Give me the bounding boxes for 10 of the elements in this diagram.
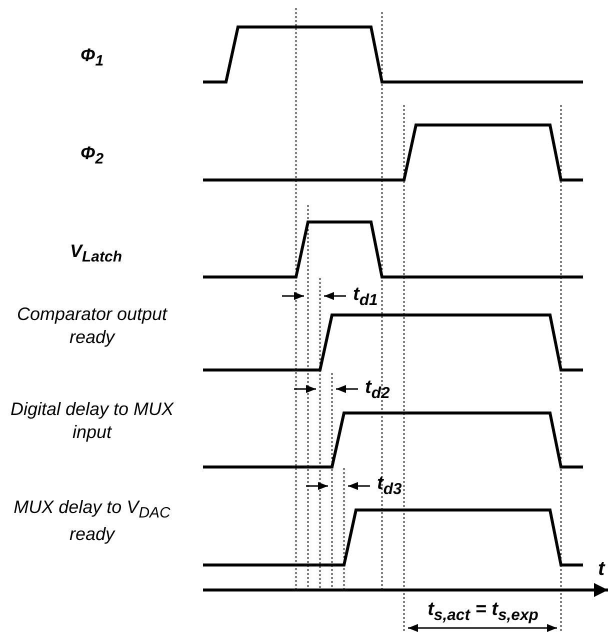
signal-label: Φ$_{1}$ xyxy=(79,44,105,72)
axis-label: t xyxy=(598,557,605,582)
signal-label: Digital delay to MUX input xyxy=(9,398,175,444)
signal-label: Comparator output ready xyxy=(16,303,168,350)
delay-label: t$_{d2}$ xyxy=(365,376,390,404)
signal-label: Φ$_{2}$ xyxy=(79,142,105,170)
signal-label: V$_{Latch}$ xyxy=(68,240,124,268)
delay-label: t$_{d1}$ xyxy=(353,283,378,311)
signal-label: MUX delay to V$_{DAC}$ ready xyxy=(12,496,172,546)
time-span-label: t$_{s,act}$ = t$_{s,exp}$ xyxy=(428,598,538,626)
